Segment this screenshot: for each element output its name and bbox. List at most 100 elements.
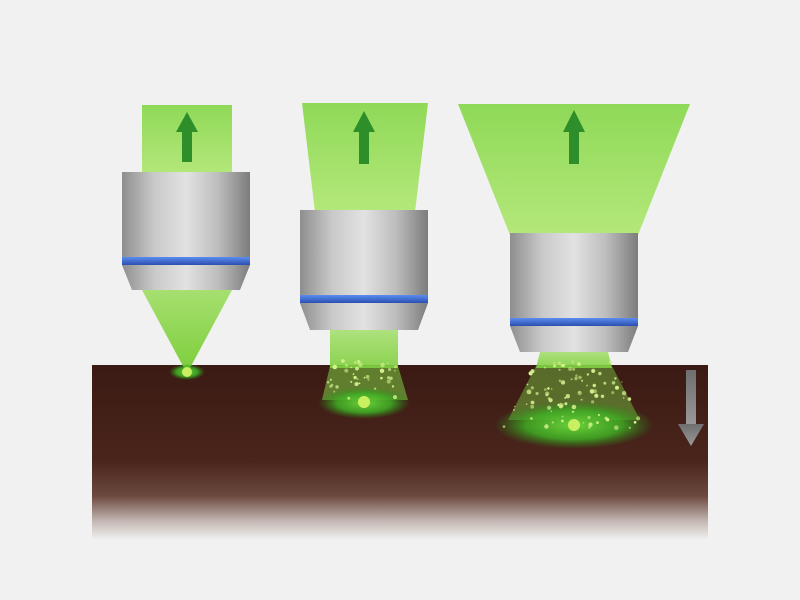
scatter-speckle <box>333 390 336 393</box>
scatter-speckle <box>335 385 339 389</box>
scatter-speckle <box>530 400 535 405</box>
arrow-up-icon <box>353 111 375 164</box>
scatter-speckle <box>380 376 383 380</box>
objective-body <box>122 172 250 258</box>
scatter-speckle <box>329 378 333 381</box>
scatter-speckle <box>530 404 535 409</box>
scatter-speckle <box>530 417 533 420</box>
scatter-speckle <box>547 387 550 390</box>
scatter-speckle <box>333 365 335 368</box>
scatter-speckle <box>611 391 615 395</box>
scatter-speckle <box>358 382 361 385</box>
scatter-speckle <box>530 386 534 390</box>
scatter-speckle <box>526 383 529 386</box>
scatter-speckle <box>355 366 359 371</box>
scatter-speckle <box>591 369 595 373</box>
objective-medium <box>300 103 428 419</box>
scatter-speckle <box>580 398 583 401</box>
scatter-speckle <box>367 378 370 381</box>
focal-spot <box>358 396 370 408</box>
scatter-speckle <box>581 379 584 382</box>
scatter-speckle <box>344 368 349 373</box>
scatter-speckle <box>578 391 581 393</box>
scatter-speckle <box>344 363 348 367</box>
scatter-speckle <box>547 405 552 410</box>
objective-tip <box>122 265 250 290</box>
scatter-speckle <box>330 383 334 387</box>
scatter-speckle <box>553 364 557 368</box>
scatter-speckle <box>586 384 588 387</box>
scatter-speckle <box>386 362 389 364</box>
scatter-speckle <box>526 389 532 395</box>
scatter-speckle <box>379 368 385 373</box>
scatter-speckle <box>353 361 357 364</box>
scatter-speckle <box>502 425 506 428</box>
scatter-speckle <box>544 366 546 369</box>
scatter-speckle <box>373 387 377 390</box>
scatter-speckle <box>387 376 390 380</box>
scatter-speckle <box>560 364 564 367</box>
scatter-speckle <box>564 396 567 399</box>
scatter-speckle <box>363 376 366 379</box>
scatter-speckle <box>614 377 617 380</box>
scatter-speckle <box>389 376 393 380</box>
scatter-speckle <box>535 391 539 396</box>
scatter-speckle <box>347 396 351 400</box>
objective-tip <box>510 326 638 352</box>
scatter-speckle <box>571 360 575 364</box>
scatter-speckle <box>341 359 345 363</box>
scatter-speckle <box>600 394 605 398</box>
scatter-speckle <box>354 382 359 387</box>
scatter-speckle <box>352 373 355 375</box>
scatter-speckle <box>568 367 573 371</box>
scatter-speckle <box>592 383 596 388</box>
objective-deep <box>458 104 690 449</box>
scatter-speckle <box>350 380 353 383</box>
arrow-up-icon <box>176 112 198 162</box>
scatter-speckle <box>386 379 391 384</box>
scatter-speckle <box>621 391 627 396</box>
scatter-speckle <box>544 424 549 429</box>
scatter-speckle <box>550 388 553 390</box>
scatter-speckle <box>596 421 599 424</box>
objective-tip <box>300 303 428 330</box>
scatter-speckle <box>621 381 623 383</box>
scatter-speckle <box>608 360 613 365</box>
scatter-speckle <box>551 421 554 424</box>
scatter-speckle <box>636 416 641 421</box>
scatter-speckle <box>559 403 564 408</box>
arrow-up-icon <box>563 110 585 164</box>
scatter-speckle <box>564 402 568 406</box>
objective-band <box>122 257 250 265</box>
scatter-speckle <box>597 413 601 417</box>
scatter-speckle <box>614 425 619 431</box>
scatter-speckle <box>593 389 598 394</box>
scatter-speckle <box>356 378 359 380</box>
arrow-down-icon <box>678 370 704 446</box>
excitation-cone <box>142 290 232 368</box>
focal-spot <box>182 367 192 377</box>
scatter-speckle <box>565 394 570 399</box>
scatter-speckles <box>326 359 641 431</box>
focal-spot <box>568 419 580 431</box>
scatter-speckle <box>561 415 564 418</box>
scatter-speckle <box>561 419 564 423</box>
scatter-speckle <box>558 368 561 371</box>
scatter-speckle <box>560 380 566 385</box>
excitation-cone <box>536 352 612 368</box>
scatter-speckle <box>615 385 619 390</box>
scatter-speckle <box>575 426 577 429</box>
scatter-speckle <box>591 400 595 404</box>
scatter-speckle <box>633 420 637 424</box>
scatter-speckle <box>543 388 547 391</box>
scatter-speckle <box>587 415 591 420</box>
scatter-speckle <box>588 422 593 427</box>
scatter-speckle <box>356 360 361 364</box>
scatter-speckle <box>512 408 515 411</box>
scatter-speckle <box>577 362 581 366</box>
scatter-speckle <box>622 397 625 399</box>
scatter-speckle <box>513 405 516 408</box>
scatter-speckle <box>605 418 610 422</box>
scatter-speckle <box>598 371 602 376</box>
